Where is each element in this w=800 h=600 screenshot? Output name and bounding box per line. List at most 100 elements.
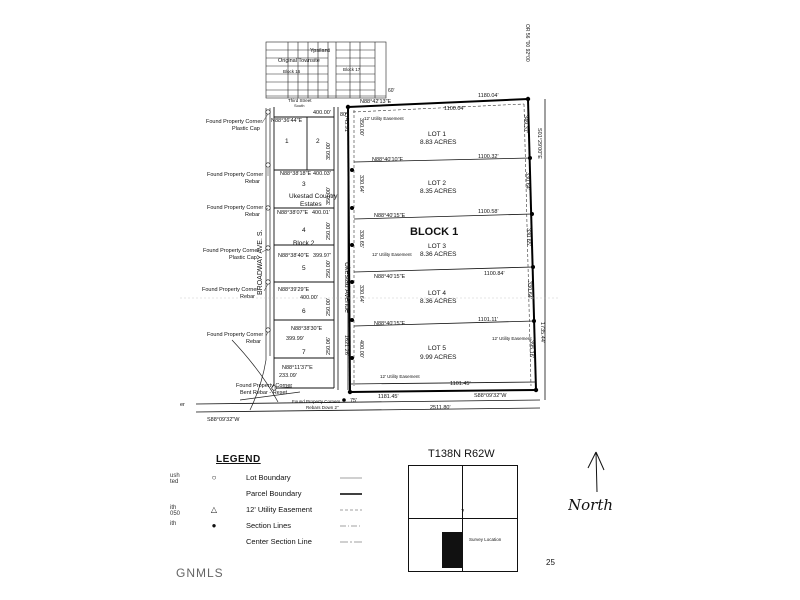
- block17-label: Block 17: [343, 67, 361, 72]
- block2-depths: 350.00' 350.00' 250.00' 250.00' 250.00' …: [326, 142, 332, 355]
- b1-lot4-name: LOT 4: [428, 290, 446, 297]
- b1-lot1-name: LOT 1: [428, 131, 446, 138]
- b2-lot-1: 1: [285, 138, 289, 145]
- annotation-8-l1: Found Property Corners: [292, 399, 341, 404]
- b1-line1-bearing: N88°40'10"E: [372, 157, 404, 163]
- b1-lot5-acres: 9.99 ACRES: [420, 354, 457, 361]
- b1-lot3-name: LOT 3: [428, 243, 446, 250]
- b1-west-dim-3: 330.65': [358, 230, 364, 248]
- block1-title: BLOCK 1: [410, 226, 458, 238]
- b2-bearing-6: N88°38'30"E: [291, 326, 323, 332]
- b1-west-dim-1: 350.00': [358, 118, 364, 136]
- easement-label-mid: 12' Utility Easement: [372, 252, 412, 257]
- blank-icon: [210, 538, 218, 546]
- b1-lot3-acres: 8.36 ACRES: [420, 251, 457, 258]
- legend-row-parcel-boundary: Parcel Boundary: [170, 489, 370, 501]
- block2-lot-numbers: 1 2 3 4 5 6 7: [285, 138, 320, 356]
- legend-row-utility-easement: ith 050 △ 12' Utility Easement: [170, 505, 370, 517]
- legend-label: 12' Utility Easement: [246, 505, 313, 514]
- b1-line2-bearing: N88°40'15"E: [374, 213, 406, 219]
- annotation-6-l2: Rebar: [246, 339, 261, 345]
- b1-east-dim-5: 395.16': [528, 340, 534, 358]
- b1-west-dim-2: 330.64': [358, 175, 364, 193]
- annotation-2-l2: Rebar: [245, 179, 260, 185]
- open-circle-icon: ○: [211, 473, 217, 482]
- block1-lot-lines: [349, 157, 537, 385]
- block16-label: Block 16: [283, 69, 301, 74]
- townsite-name-1: Ypsilanti: [310, 48, 330, 54]
- filled-dot-icon: ●: [211, 521, 217, 530]
- annotation-1-l1: Found Property Corner: [206, 119, 262, 125]
- north-label: North: [568, 496, 613, 514]
- easement-label-east: 12' Utility Easement: [492, 336, 532, 341]
- b1-lot4-acres: 8.36 ACRES: [420, 298, 457, 305]
- townsite-dim-60: 60': [388, 88, 395, 94]
- annotation-7-l1: Found Property Corner: [236, 383, 292, 389]
- b1-line5-bearing: N88°40'15"E: [374, 321, 406, 327]
- annotation-3-l1: Found Property Corner: [207, 205, 263, 211]
- left-edge-fragment: er: [180, 402, 185, 408]
- annotation-8-l2: Rebars Down 2": [306, 405, 339, 410]
- b2-bearing-7: N88°11'37"E: [282, 365, 313, 371]
- north-arrow-icon: North: [568, 451, 613, 514]
- found-corner-circles: [265, 109, 277, 391]
- inset-section-number: 7: [461, 510, 465, 516]
- south-lines: [195, 99, 546, 413]
- b2-bearing-3: N88°38'07"E: [277, 210, 309, 216]
- legend-label: Center Section Line: [246, 537, 312, 546]
- block1-parcel-boundary: [347, 98, 537, 393]
- b1-line4-bearing: N88°40'15"E: [374, 274, 406, 280]
- b1-east-dim-2: 330.64': [524, 172, 530, 190]
- b1-line0-dist: 1100.04': [444, 106, 465, 112]
- legend-row-center-section-line: Center Section Line: [170, 537, 370, 549]
- b2-dist-3: 400.01': [312, 210, 330, 216]
- annotation-5-l2: Rebar: [240, 294, 255, 300]
- gnmls-logo: GNMLS: [176, 566, 224, 580]
- b2-dist-6: 399.99': [286, 336, 304, 342]
- b1-line1-dist: 1100.32': [478, 154, 499, 160]
- b1-bottom-dist1: 1181.45': [378, 394, 399, 400]
- legend-title: LEGEND: [216, 454, 261, 465]
- ukestad-avenue-label: Ukestad Avenue: [343, 262, 350, 313]
- b1-line3-dist: 1100.84': [484, 271, 505, 277]
- blank-icon: [210, 490, 218, 498]
- b2-bearing-5: N88°39'29"E: [278, 287, 310, 293]
- corner-annotations: Found Property Corner Plastic Cap Found …: [202, 119, 341, 410]
- street-lines: [231, 108, 301, 411]
- b2-lot-5: 5: [302, 265, 306, 272]
- b2-bearing-1: N88°36'44"E: [271, 118, 303, 124]
- b1-top-bearing: N88°42'13"E: [360, 99, 392, 105]
- b1-east-total: 1735.44': [539, 322, 545, 343]
- townsite-grid: [265, 41, 387, 99]
- b1-east-dim-4: 330.64': [526, 281, 532, 299]
- survey-location-label: Survey Location: [469, 537, 502, 542]
- b2-depth-1: 350.00': [326, 142, 332, 160]
- b1-line6-dist: 1101.45': [450, 381, 471, 387]
- b1-line5-dist: 1101.11': [478, 317, 498, 323]
- legend-row-lot-boundary: ush ted ○ Lot Boundary: [170, 473, 370, 485]
- avenue-dim-2: 1621.26': [343, 335, 349, 356]
- inset-title: T138N R62W: [428, 448, 495, 460]
- b2-dist-7: 233.09': [279, 373, 297, 379]
- left-edge-bearing: S88°09'32"W: [207, 417, 240, 423]
- b1-west-dim-5: 400.00': [358, 340, 364, 358]
- block1-side-dims: 350.00' 330.64' 330.65' 330.64' 400.00' …: [358, 115, 545, 358]
- b1-top-dist: 1180.04': [478, 93, 499, 99]
- section-inset-map: 7 Survey Location: [408, 465, 518, 572]
- subdivision-name-1: Ukestad Country: [289, 193, 338, 200]
- b1-east-dim-3: 330.65': [525, 228, 531, 246]
- annotation-6-l1: Found Property Corner: [207, 332, 263, 338]
- block1-line-labels: N88°42'13"E 1180.04' 1100.04' N88°40'10"…: [360, 93, 505, 387]
- legend-label: Lot Boundary: [246, 473, 291, 482]
- third-street-sub: South: [294, 103, 304, 108]
- b1-lot2-name: LOT 2: [428, 180, 446, 187]
- b2-lot-4: 4: [302, 227, 306, 234]
- inset-horizontal-line: [409, 518, 517, 519]
- b1-east-bearing: S01°29'00"E: [536, 128, 542, 159]
- b1-line2-dist: 1100.58': [478, 209, 499, 215]
- b2-depth-5: 250.00': [326, 298, 332, 316]
- block2-label: Block 2: [293, 240, 315, 247]
- b2-lot-3: 3: [302, 181, 306, 188]
- b2-lot-6: 6: [302, 308, 306, 315]
